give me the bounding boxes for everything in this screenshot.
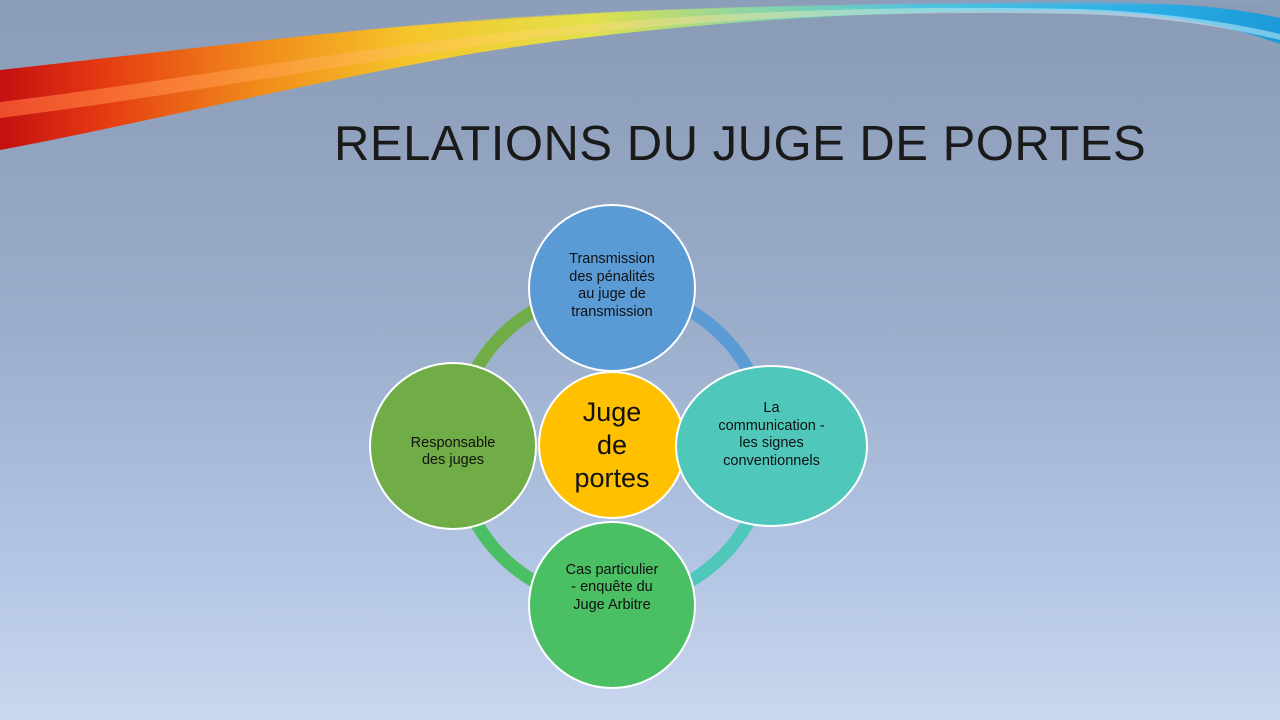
- slide-title: RELATIONS DU JUGE DE PORTES: [334, 117, 1147, 171]
- node-responsable-juges-label: Responsable des juges: [410, 434, 496, 469]
- node-juge-de-portes: Juge de portes: [538, 371, 686, 519]
- node-communication-signes-label: La communication - les signes convention…: [718, 400, 825, 469]
- node-cas-particulier-label: Cas particulier - enquête du Juge Arbitr…: [565, 561, 659, 613]
- node-transmission-penalites-label: Transmission des pénalités au juge de tr…: [569, 251, 655, 320]
- swoosh-fade: [0, 0, 1280, 70]
- node-juge-de-portes-label: Juge de portes: [574, 396, 650, 493]
- node-communication-signes: La communication - les signes convention…: [675, 365, 868, 527]
- swoosh-band: [0, 1, 1280, 151]
- node-cas-particulier: Cas particulier - enquête du Juge Arbitr…: [528, 521, 696, 689]
- node-responsable-juges: Responsable des juges: [369, 362, 537, 530]
- decorative-swoosh: [0, 0, 1280, 151]
- node-transmission-penalites: Transmission des pénalités au juge de tr…: [528, 204, 696, 372]
